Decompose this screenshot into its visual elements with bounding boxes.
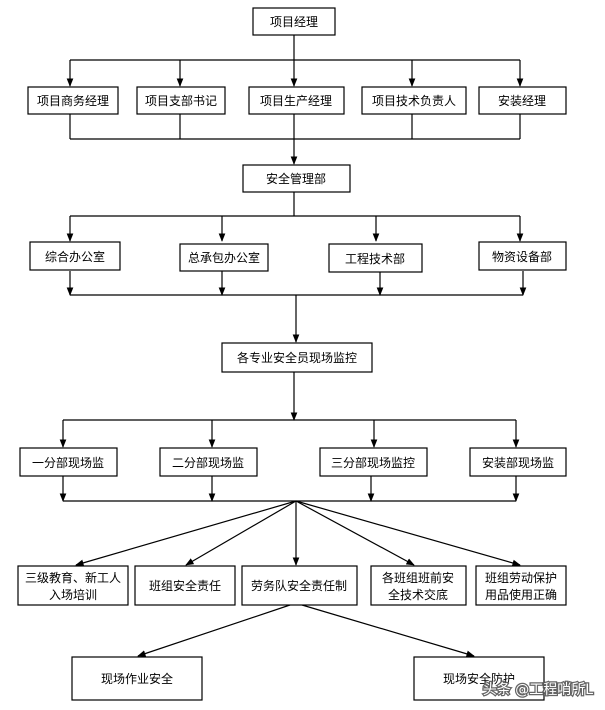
node-label-line2: 入场培训: [49, 587, 97, 602]
row-5-outcomes: 现场作业安全 现场安全防护: [71, 656, 545, 701]
watermark: 头条 @工程哨所L: [482, 680, 595, 700]
row-2-departments: 综合办公室 总承包办公室 工程技术部 物资设备部: [29, 241, 567, 273]
node-business-manager: 项目商务经理: [27, 86, 119, 115]
node-label: 一分部现场监: [32, 455, 104, 470]
node-installation-manager: 安装经理: [478, 86, 567, 115]
node-labor-responsibility: 劳务队安全责任制: [241, 565, 358, 606]
node-label: 项目技术负责人: [372, 94, 456, 108]
node-label: 总承包办公室: [188, 250, 260, 265]
node-label: 综合办公室: [45, 249, 105, 264]
node-label: 三分部现场监控: [331, 455, 415, 470]
node-label: 安装部现场监: [482, 455, 554, 470]
node-site-monitor: 各专业安全员现场监控: [221, 342, 373, 373]
node-label-line1: 班组劳动保护: [485, 571, 557, 585]
node-branch-2: 二分部现场监: [159, 447, 258, 477]
node-label-line2: 全技术交底: [388, 587, 448, 602]
node-material-dept: 物资设备部: [478, 241, 567, 271]
watermark-text: 头条 @工程哨所L: [483, 681, 593, 698]
node-general-office: 综合办公室: [29, 241, 121, 271]
node-label: 工程技术部: [345, 251, 405, 266]
node-label: 物资设备部: [492, 249, 552, 264]
node-education-training: 三级教育、新工人 入场培训: [17, 565, 129, 606]
node-label: 劳务队安全责任制: [251, 578, 347, 593]
node-engineering-dept: 工程技术部: [328, 243, 423, 273]
row-3-branches: 一分部现场监 二分部现场监 三分部现场监控 安装部现场监: [19, 447, 567, 477]
node-label: 安装经理: [498, 93, 546, 108]
node-site-safety-protection: 现场安全防护: [413, 656, 545, 701]
node-project-manager: 项目经理: [252, 7, 336, 36]
node-label-line2: 用品使用正确: [485, 587, 557, 602]
node-label-line1: 三级教育、新工人: [25, 570, 121, 585]
node-pre-shift-briefing: 各班组班前安 全技术交底: [370, 565, 467, 606]
node-label: 安全管理部: [266, 171, 326, 186]
node-branch-1: 一分部现场监: [19, 447, 118, 477]
connector-lines: [59, 35, 527, 658]
node-site-operation-safety: 现场作业安全: [71, 656, 203, 701]
row-1-managers: 项目商务经理 项目支部书记 项目生产经理 项目技术负责人 安装经理: [27, 86, 567, 115]
node-label: 二分部现场监: [172, 455, 244, 470]
node-label: 班组安全责任: [149, 578, 221, 593]
node-team-responsibility: 班组安全责任: [134, 565, 236, 606]
node-label: 现场作业安全: [101, 671, 173, 686]
node-label: 项目商务经理: [37, 93, 109, 108]
node-label: 现场安全防护: [443, 671, 515, 686]
node-label: 项目生产经理: [260, 94, 332, 108]
node-technical-lead: 项目技术负责人: [361, 86, 467, 115]
node-production-manager: 项目生产经理: [248, 86, 345, 115]
node-branch-3: 三分部现场监控: [319, 447, 428, 477]
node-safety-dept: 安全管理部: [242, 164, 351, 193]
node-label: 项目支部书记: [145, 93, 217, 108]
row-4-measures: 三级教育、新工人 入场培训 班组安全责任 劳务队安全责任制 各班组班前安 全技术…: [17, 565, 567, 606]
node-branch-installation: 安装部现场监: [469, 447, 567, 477]
node-label: 各专业安全员现场监控: [237, 350, 357, 365]
node-general-contract-office: 总承包办公室: [179, 243, 269, 272]
node-protective-equipment: 班组劳动保护 用品使用正确: [475, 565, 567, 606]
node-label-line1: 各班组班前安: [382, 570, 454, 585]
node-label: 项目经理: [270, 15, 318, 29]
node-party-secretary: 项目支部书记: [136, 86, 226, 115]
